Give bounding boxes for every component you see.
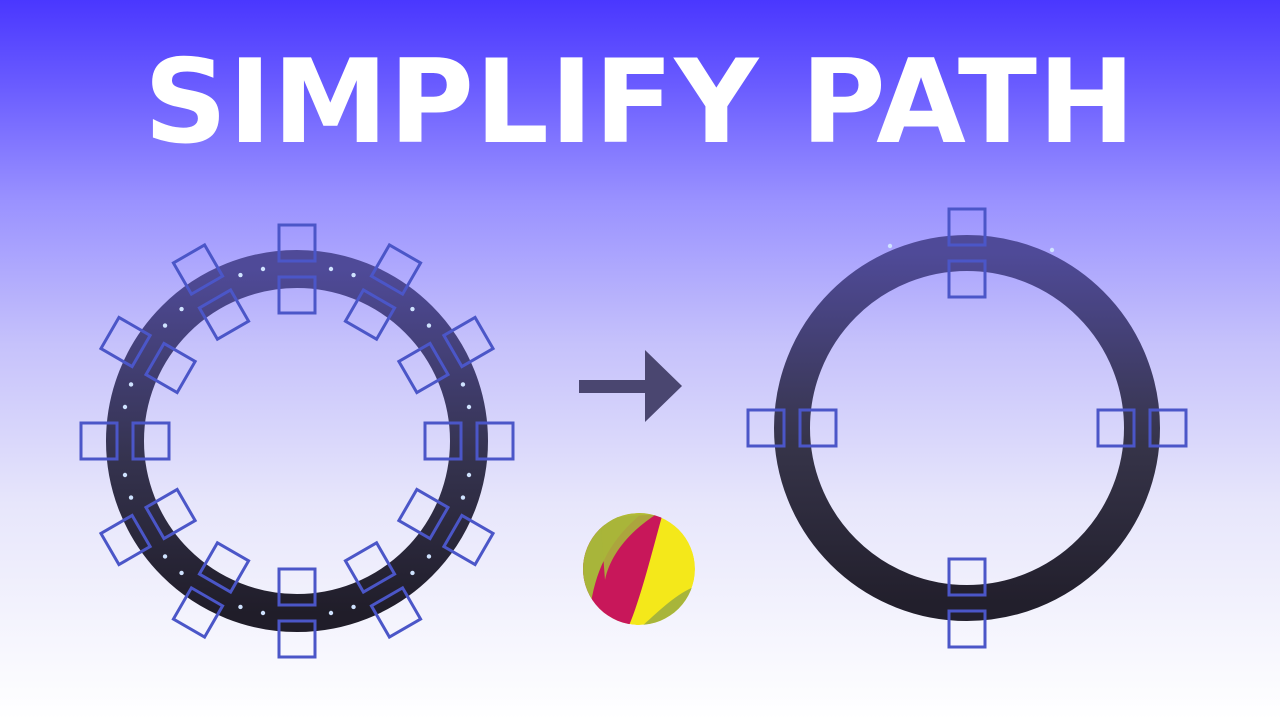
- node-handle-icon: [947, 557, 987, 597]
- node-handle-icon: [197, 540, 251, 595]
- node-handle-icon: [197, 287, 251, 342]
- node-handle-icon: [143, 487, 198, 541]
- node-handle-icon: [277, 275, 317, 315]
- anchor-point-icon: [128, 382, 134, 387]
- anchor-point-icon: [426, 323, 432, 328]
- anchor-point-icon: [466, 404, 472, 410]
- node-handle-icon: [1096, 408, 1136, 448]
- node-handle-icon: [441, 315, 496, 369]
- node-handle-icon: [947, 609, 987, 649]
- node-handle-icon: [475, 421, 515, 461]
- node-handle-icon: [277, 567, 317, 607]
- anchor-point-icon: [238, 272, 243, 278]
- anchor-point-icon: [1049, 247, 1055, 253]
- node-handle-icon: [1148, 408, 1188, 448]
- right-ring: [774, 235, 1160, 621]
- anchor-point-icon: [179, 306, 184, 312]
- node-handle-icon: [343, 287, 397, 342]
- node-handle-icon: [131, 421, 171, 461]
- anchor-point-icon: [466, 472, 472, 478]
- node-handle-icon: [369, 585, 423, 640]
- anchor-point-icon: [410, 306, 415, 312]
- node-handle-icon: [79, 421, 119, 461]
- node-handle-icon: [171, 242, 225, 297]
- node-handle-icon: [277, 619, 317, 659]
- anchor-point-icon: [260, 266, 266, 272]
- left-ring: [106, 250, 488, 632]
- node-handle-icon: [396, 487, 451, 541]
- anchor-point-icon: [410, 570, 415, 576]
- node-handle-icon: [369, 242, 423, 297]
- node-handle-icon: [98, 315, 153, 369]
- node-handle-icon: [171, 585, 225, 640]
- left-ring-handles: [79, 223, 515, 659]
- anchor-point-icon: [260, 610, 266, 616]
- node-handle-icon: [441, 513, 496, 567]
- anchor-point-icon: [426, 554, 432, 559]
- anchor-point-icon: [351, 272, 356, 278]
- node-handle-icon: [98, 513, 153, 567]
- node-handle-icon: [277, 223, 317, 263]
- anchor-point-icon: [328, 266, 334, 272]
- right-ring-handles: [746, 207, 1188, 649]
- anchor-point-icon: [460, 495, 466, 500]
- page-title: SIMPLIFY PATH: [143, 35, 1137, 170]
- anchor-point-icon: [162, 554, 168, 559]
- node-handle-icon: [343, 540, 397, 595]
- node-handle-icon: [396, 341, 451, 395]
- anchor-point-icon: [887, 243, 893, 249]
- gravit-designer-logo-icon: [583, 513, 695, 625]
- anchor-point-icon: [122, 472, 128, 478]
- anchor-point-icon: [460, 382, 466, 387]
- anchor-point-icon: [328, 610, 334, 616]
- node-handle-icon: [798, 408, 838, 448]
- anchor-point-icon: [238, 604, 243, 610]
- anchor-point-icon: [128, 495, 134, 500]
- node-handle-icon: [143, 341, 198, 395]
- anchor-point-icon: [122, 404, 128, 410]
- anchor-point-icon: [351, 604, 356, 610]
- anchor-point-icon: [162, 323, 168, 328]
- node-handle-icon: [947, 207, 987, 247]
- arrow-right-icon: [579, 350, 682, 422]
- node-handle-icon: [746, 408, 786, 448]
- anchor-point-icon: [179, 570, 184, 576]
- node-handle-icon: [423, 421, 463, 461]
- node-handle-icon: [947, 259, 987, 299]
